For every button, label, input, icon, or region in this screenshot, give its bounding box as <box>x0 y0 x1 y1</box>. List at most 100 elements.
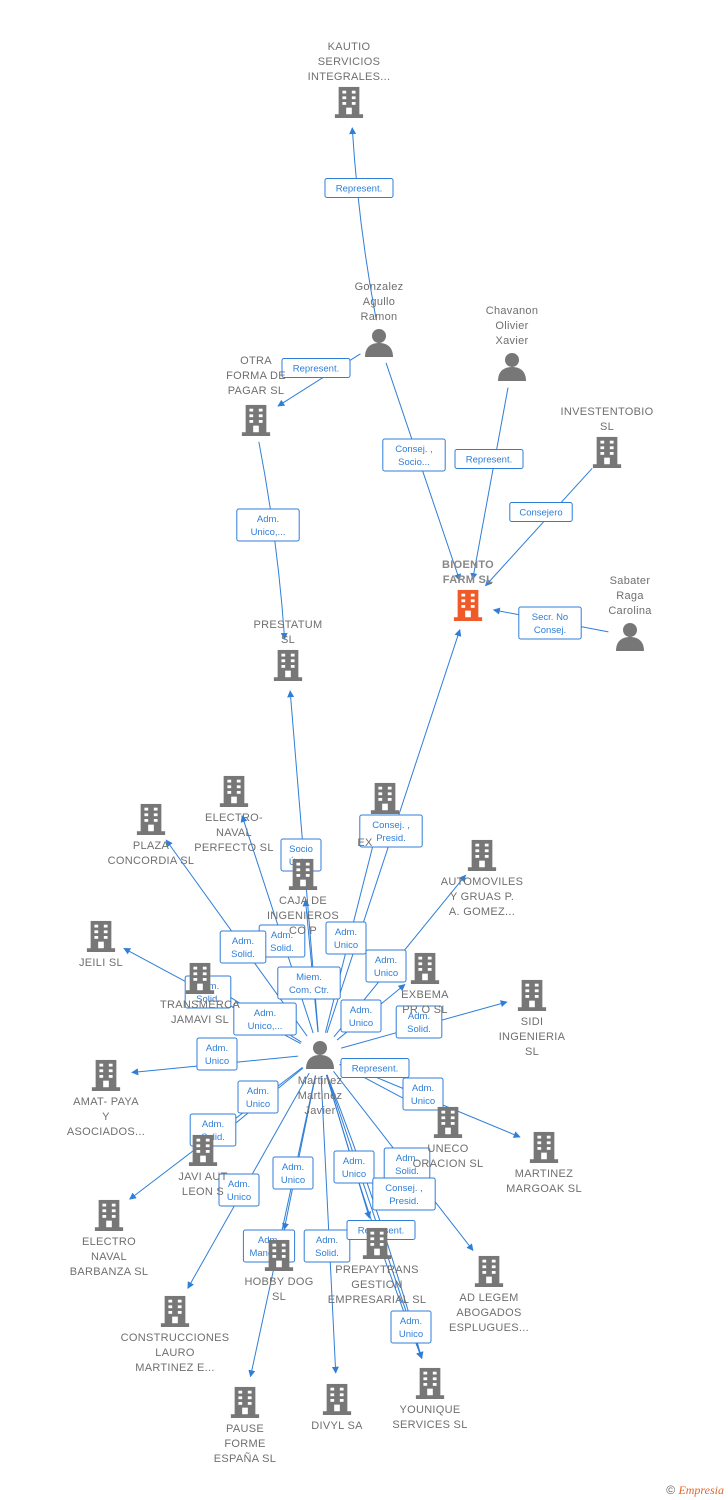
building-icon <box>188 1134 218 1166</box>
node-label: JEILI SL <box>79 957 123 969</box>
edge-label-box <box>272 1156 314 1190</box>
node-label: PR O SL <box>402 1004 448 1016</box>
edge-label[interactable]: Consej. ,Presid. <box>359 814 423 848</box>
edge-label[interactable]: Adm.Unico <box>340 999 382 1033</box>
edge-label[interactable]: Represent. <box>340 1058 410 1078</box>
node-jeili[interactable]: JEILI SL <box>79 920 123 969</box>
node-label: SL <box>281 634 295 646</box>
building-icon <box>241 404 271 436</box>
node-divyl[interactable]: DIVYL SA <box>311 1383 363 1432</box>
brand-logo[interactable]: Empresia <box>678 1483 724 1497</box>
node-label: JAMAVI SL <box>171 1014 229 1026</box>
edge-label-text: Consejero <box>519 508 562 519</box>
node-label: PAUSE <box>226 1423 264 1435</box>
edge-label[interactable]: Adm.Unico <box>402 1077 444 1111</box>
edge-label[interactable]: Represent. <box>454 449 524 469</box>
edge-label[interactable]: Adm.Unico,... <box>236 508 300 542</box>
building-icon <box>86 920 116 952</box>
edge-label-box <box>402 1077 444 1111</box>
node-adlegem[interactable]: AD LEGEMABOGADOSESPLUGUES... <box>449 1255 529 1334</box>
edge-label-text: Solid. <box>196 994 220 1005</box>
node-label: SL <box>525 1046 539 1058</box>
edge-label-text: Presid. <box>376 833 406 844</box>
node-kautio[interactable]: KAUTIOSERVICIOSINTEGRALES... <box>308 41 391 118</box>
edge-label[interactable]: Represent. <box>324 178 394 198</box>
node-label: SIDI <box>521 1016 544 1028</box>
node-transmerca[interactable]: TRANSMERCA JAMAVI SL <box>160 962 240 1026</box>
edge-label-text: Solid. <box>407 1024 431 1035</box>
building-icon <box>322 1383 352 1415</box>
node-label: Agullo <box>363 296 395 308</box>
edge-label[interactable]: Adm.Unico <box>390 1310 432 1344</box>
node-label: FORMA DE <box>226 370 286 382</box>
edge-label[interactable]: Adm.Unico <box>325 921 367 955</box>
edge-label[interactable]: Adm.Unico <box>272 1156 314 1190</box>
person-icon <box>498 353 526 381</box>
node-label: PAGAR SL <box>228 385 285 397</box>
edge-label[interactable]: Adm.Unico <box>237 1080 279 1114</box>
edge-martinez-to-pause <box>248 1075 316 1378</box>
edge-label[interactable]: Adm.Solid. <box>219 930 267 964</box>
node-label: Y <box>102 1111 110 1123</box>
edge-label[interactable]: Adm.Unico <box>196 1037 238 1071</box>
edge-label[interactable]: Adm.Unico <box>365 949 407 983</box>
edge-label[interactable]: Adm.Solid. <box>303 1229 351 1263</box>
building-icon <box>91 1059 121 1091</box>
person-icon <box>306 1041 334 1069</box>
node-amat[interactable]: AMAT- PAYAYASOCIADOS... <box>67 1059 145 1138</box>
edge-label[interactable]: Consejero <box>509 502 573 522</box>
edge-label-text: Adm. <box>228 1179 250 1190</box>
edge-label-text: Adm. <box>316 1235 338 1246</box>
edge-label[interactable]: Adm.Unico,... <box>233 1002 297 1036</box>
node-label: PREPAYTRANS <box>335 1264 419 1276</box>
edge-label[interactable]: Adm. Solid. <box>395 1005 443 1039</box>
node-ex[interactable]: EX <box>357 782 400 849</box>
building-icon <box>517 979 547 1011</box>
person-icon <box>616 623 644 651</box>
edge-label[interactable]: Adm.Unico <box>333 1150 375 1184</box>
node-label: TRANSMERCA <box>160 999 240 1011</box>
building-icon <box>370 782 400 814</box>
node-label: SL <box>600 421 614 433</box>
edge-label-text: Solid. <box>231 949 255 960</box>
edge-label-text: Represent. <box>336 184 382 195</box>
node-label: CONCORDIA SL <box>108 855 195 867</box>
edge-label[interactable]: Represent. <box>281 358 351 378</box>
edge-label-box <box>359 814 423 848</box>
edge-label-box <box>340 999 382 1033</box>
edge-label-text: Adm. <box>408 1011 430 1022</box>
edge-label-box <box>340 1058 410 1078</box>
node-label: JAVI AUT <box>178 1171 227 1183</box>
node-label: INGENIEROS <box>267 910 339 922</box>
edge-label[interactable]: Consej. ,Presid. <box>372 1177 436 1211</box>
edge-gonzalez-to-otra <box>277 353 361 407</box>
building-icon <box>415 1367 445 1399</box>
edge-label[interactable]: Miem.Com. Ctr. <box>277 966 341 1000</box>
edge-label[interactable]: Adm.Unico <box>218 1173 260 1207</box>
edge-label[interactable]: Consej. ,Socio... <box>382 438 446 472</box>
